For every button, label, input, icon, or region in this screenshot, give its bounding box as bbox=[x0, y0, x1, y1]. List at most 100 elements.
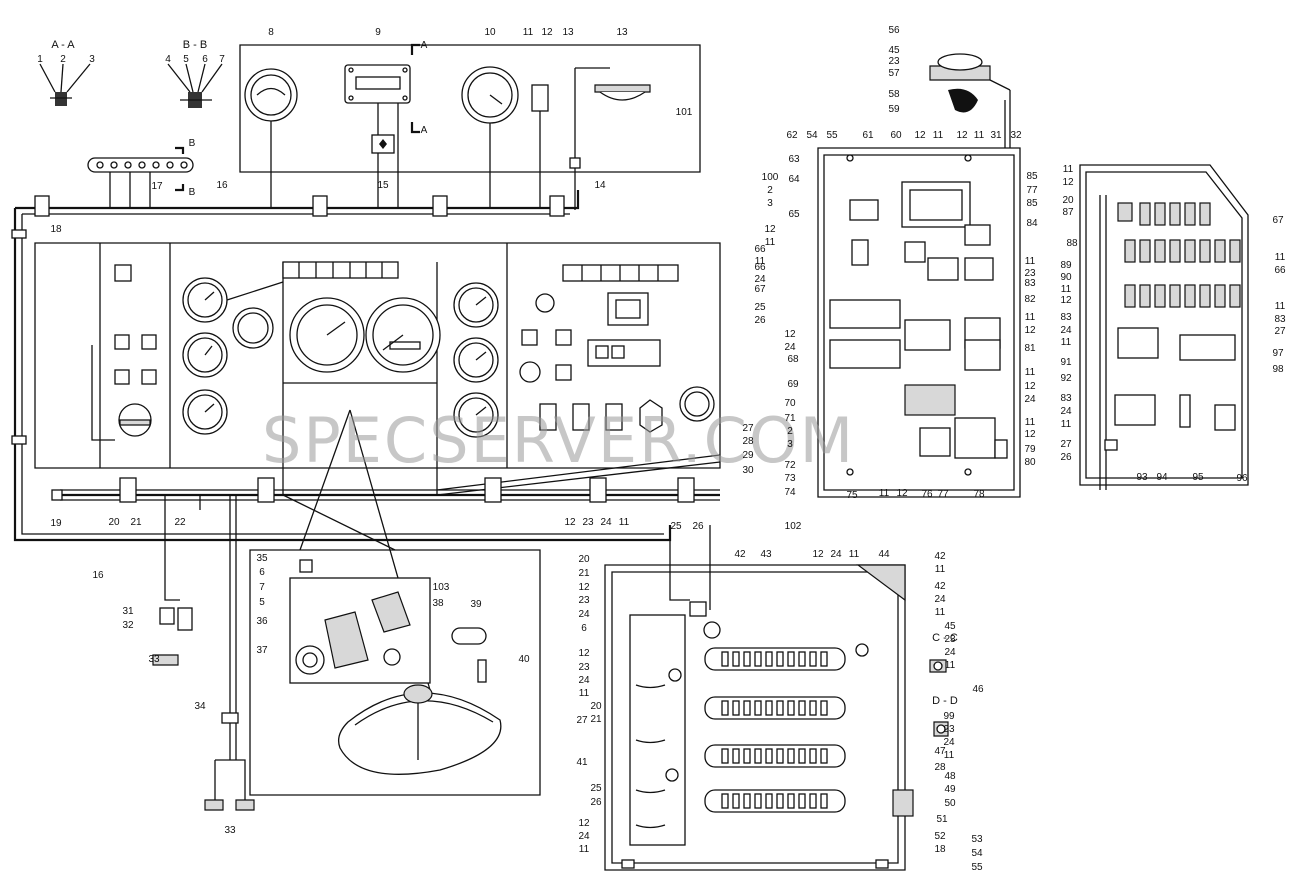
callout-label: 12 bbox=[914, 130, 926, 141]
callout-label: 42 bbox=[734, 549, 746, 560]
callout-label: 94 bbox=[1156, 472, 1168, 483]
callout-label: 43 bbox=[760, 549, 772, 560]
callout-label: 62 bbox=[786, 130, 798, 141]
callout-label: 53 bbox=[971, 834, 983, 845]
callout-label: 90 bbox=[1060, 272, 1072, 283]
callout-label: A bbox=[421, 40, 428, 51]
callout-label: 15 bbox=[377, 180, 389, 191]
callout-label: 11 bbox=[1061, 337, 1072, 348]
callout-label: 24 bbox=[830, 549, 842, 560]
lower-left-connectors bbox=[152, 607, 255, 811]
callout-label: 35 bbox=[256, 553, 268, 564]
section-cc-dd bbox=[929, 659, 949, 737]
callout-label: 77 bbox=[937, 489, 949, 500]
callout-label: 27 bbox=[576, 715, 588, 726]
callout-label: 83 bbox=[1060, 312, 1072, 323]
callout-label: 70 bbox=[784, 398, 796, 409]
callout-label: 3 bbox=[767, 198, 773, 209]
section-label: D - D bbox=[932, 695, 958, 707]
callout-label: 2 bbox=[787, 426, 793, 437]
callout-label: 101 bbox=[676, 107, 693, 118]
callout-label: 24 bbox=[600, 517, 612, 528]
callout-label: 27 bbox=[1274, 326, 1286, 337]
callout-label: 11 bbox=[935, 564, 946, 575]
callout-label: 17 bbox=[151, 181, 163, 192]
section-label: B - B bbox=[183, 39, 207, 51]
callout-label: 12 bbox=[784, 329, 796, 340]
callout-label: 89 bbox=[1060, 260, 1072, 271]
callout-label: 23 bbox=[943, 724, 955, 735]
callout-label: 59 bbox=[888, 104, 900, 115]
callout-label: 24 bbox=[578, 675, 590, 686]
callout-label: 23 bbox=[944, 634, 956, 645]
watermark: SPECSERVER.COM bbox=[262, 404, 855, 477]
callout-label: 16 bbox=[92, 570, 104, 581]
callout-label: 79 bbox=[1024, 444, 1036, 455]
callout-label: 25 bbox=[754, 302, 766, 313]
callout-label: 24 bbox=[1060, 406, 1072, 417]
callout-label: 97 bbox=[1272, 348, 1284, 359]
callout-label: 12 bbox=[1024, 429, 1036, 440]
callout-label: 41 bbox=[576, 757, 588, 768]
steering-column-detail bbox=[249, 409, 541, 796]
callout-label: 71 bbox=[784, 413, 796, 424]
callout-label: A bbox=[421, 125, 428, 136]
horn-assembly-56 bbox=[929, 53, 1011, 113]
callout-label: 14 bbox=[594, 180, 606, 191]
callout-label: 67 bbox=[1272, 215, 1284, 226]
callout-label: 47 bbox=[934, 746, 946, 757]
callout-label: 12 bbox=[1060, 295, 1072, 306]
warning-lamp-row-left bbox=[282, 261, 399, 279]
callout-label: 66 bbox=[1274, 265, 1286, 276]
callout-label: 13 bbox=[562, 27, 574, 38]
callout-label: 42 bbox=[934, 551, 946, 562]
callout-label: 65 bbox=[788, 209, 800, 220]
callout-label: 45 bbox=[944, 621, 956, 632]
callout-label: 3 bbox=[787, 439, 793, 450]
callout-label: 40 bbox=[518, 654, 530, 665]
central-module bbox=[607, 292, 649, 326]
callout-label: 26 bbox=[590, 797, 602, 808]
callout-label: 12 bbox=[764, 224, 776, 235]
callout-label: 26 bbox=[754, 315, 766, 326]
callout-label: 50 bbox=[944, 798, 956, 809]
callout-label: 11 bbox=[974, 130, 985, 141]
callout-label: 11 bbox=[765, 237, 776, 248]
callout-label: 12 bbox=[1024, 381, 1036, 392]
callout-label: 13 bbox=[616, 27, 628, 38]
callout-label: 30 bbox=[742, 465, 754, 476]
callout-label: B bbox=[189, 138, 196, 149]
callout-label: 56 bbox=[888, 25, 900, 36]
callout-label: 33 bbox=[224, 825, 236, 836]
callout-label: 12 bbox=[1062, 177, 1074, 188]
top-harness-16 bbox=[11, 157, 672, 542]
callout-label: 77 bbox=[1026, 185, 1038, 196]
callout-label: 11 bbox=[1063, 164, 1074, 175]
callout-label: 85 bbox=[1026, 198, 1038, 209]
callout-label: 12 bbox=[1024, 325, 1036, 336]
callout-label: 29 bbox=[742, 450, 754, 461]
callout-label: 46 bbox=[972, 684, 984, 695]
callout-label: 18 bbox=[50, 224, 62, 235]
callout-label: 28 bbox=[742, 436, 754, 447]
callout-label: 11 bbox=[1275, 252, 1286, 263]
callout-label: 33 bbox=[148, 654, 160, 665]
callout-label: 32 bbox=[122, 620, 134, 631]
callout-label: 83 bbox=[1274, 314, 1286, 325]
callout-label: 21 bbox=[578, 568, 590, 579]
callout-label: 55 bbox=[971, 862, 983, 873]
callout-label: 38 bbox=[432, 598, 444, 609]
gauge-8 bbox=[244, 68, 298, 122]
callout-label: 20 bbox=[590, 701, 602, 712]
callout-label: 83 bbox=[1060, 393, 1072, 404]
callout-label: 11 bbox=[879, 488, 890, 499]
callout-label: 7 bbox=[259, 582, 265, 593]
callout-label: 76 bbox=[921, 489, 933, 500]
callout-label: 3 bbox=[89, 54, 95, 65]
callout-label: 24 bbox=[578, 831, 590, 842]
callout-label: 5 bbox=[259, 597, 265, 608]
callout-label: 26 bbox=[1060, 452, 1072, 463]
section-label: A - A bbox=[51, 39, 75, 51]
